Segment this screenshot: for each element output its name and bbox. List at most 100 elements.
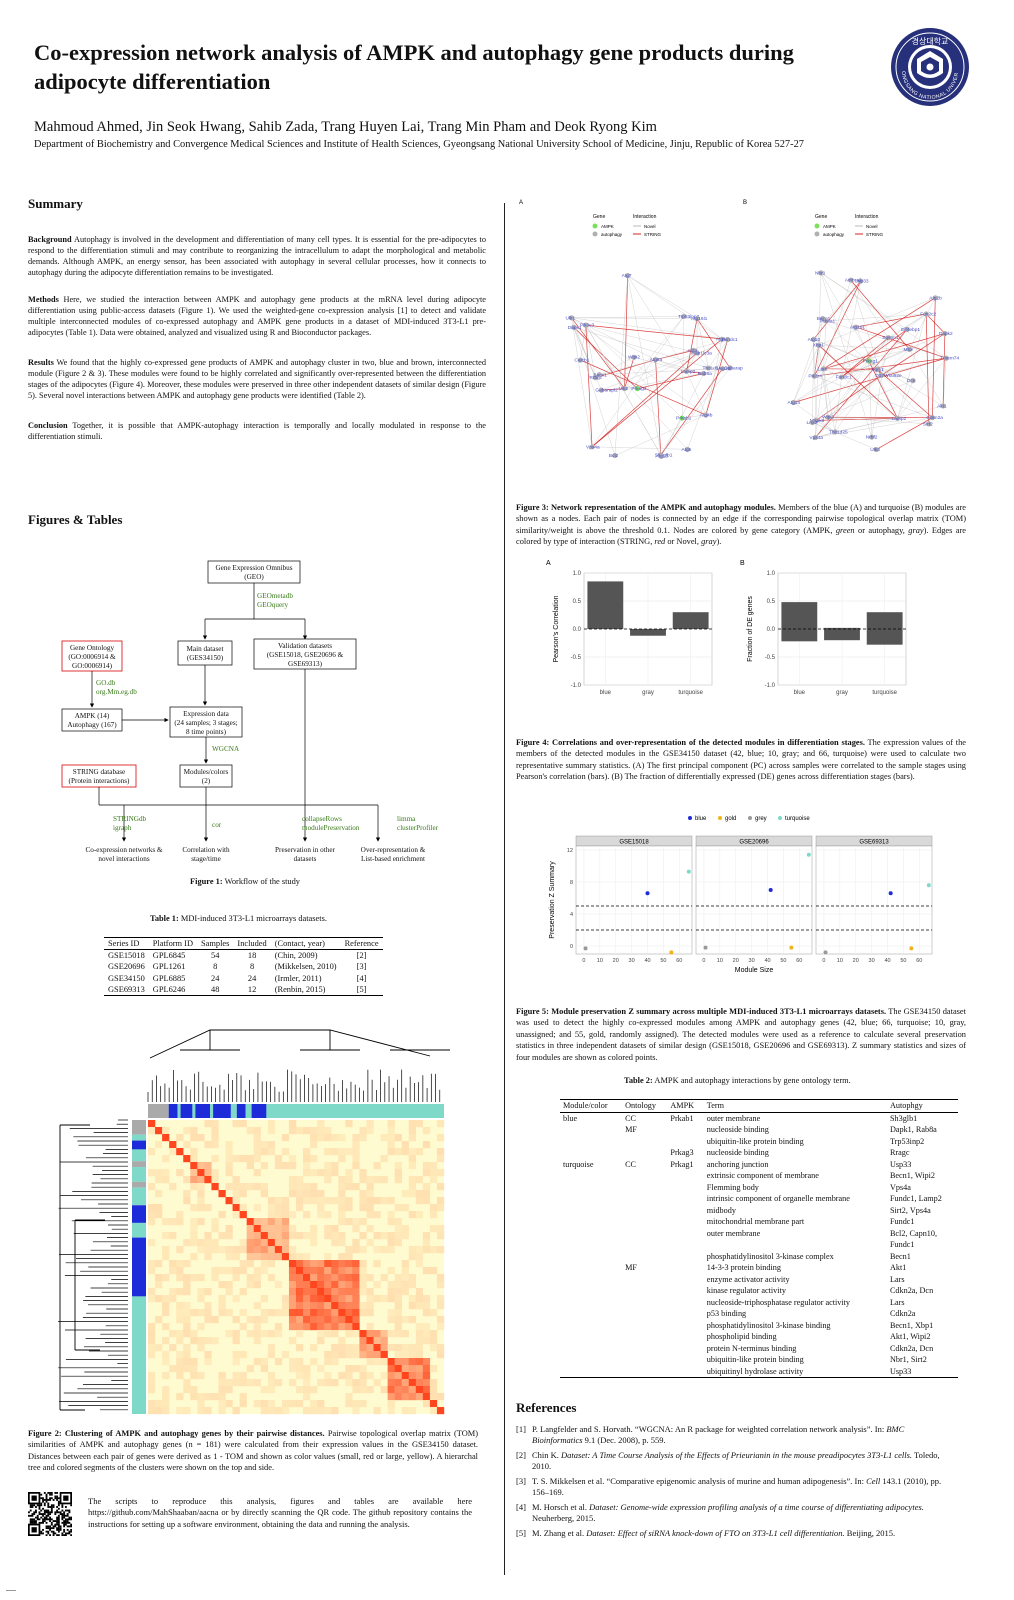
novel-edge (627, 275, 723, 340)
figure-2-caption: Figure 2: Clustering of AMPK and autopha… (28, 1428, 478, 1474)
table-cell: anchoring junction (706, 1159, 769, 1169)
qr-module (49, 1511, 51, 1514)
heatmap-cell (260, 1407, 269, 1415)
gene-node-label: Atg9a (650, 357, 663, 363)
module-color-strip (132, 1296, 146, 1414)
string-edge (686, 318, 698, 372)
heatmap-cell (197, 1183, 205, 1191)
table-cell: mitochondrial membrane part (706, 1217, 805, 1226)
data-point (583, 946, 588, 951)
novel-edge (820, 272, 882, 376)
table-cell (622, 1136, 667, 1148)
heatmap-cell (408, 1393, 417, 1401)
geo-label-2: (GEO) (244, 573, 264, 581)
heatmap-cell (190, 1386, 198, 1394)
qr-module (61, 1513, 64, 1515)
heatmap-cell (366, 1351, 374, 1359)
string-edge (585, 324, 728, 340)
novel-edge (815, 337, 889, 438)
module-color-strip (132, 1149, 146, 1162)
heatmap-cell (317, 1337, 325, 1345)
gene-node (866, 358, 872, 364)
table-cell: outer membrane (706, 1113, 761, 1123)
heatmap-cell (387, 1330, 395, 1338)
table-cell (622, 1239, 667, 1251)
heatmap-cell (310, 1344, 318, 1352)
heatmap-cell (401, 1379, 409, 1387)
table-cell: 48 (211, 984, 220, 994)
heatmap-cell (218, 1295, 226, 1303)
qr-code[interactable] (28, 1492, 72, 1536)
novel-edge (682, 414, 706, 419)
qr-module (66, 1514, 69, 1517)
table-row: Fundc1 (560, 1239, 958, 1251)
heatmap-cell (296, 1260, 304, 1268)
heatmap-cell (352, 1134, 360, 1142)
collapse-pkg-1: collapseRows (302, 815, 342, 823)
novel-edge (841, 349, 910, 378)
table-cell: [3] (356, 962, 367, 972)
heatmap-cell (232, 1351, 240, 1359)
heatmap-cell (401, 1372, 409, 1380)
heatmap-cell (246, 1155, 254, 1163)
gene-node-label: Irgm1 (871, 367, 884, 373)
heatmap-cell (288, 1400, 297, 1408)
heatmap-cell (345, 1372, 353, 1380)
heatmap-cell (429, 1246, 438, 1254)
qr-module (57, 1523, 60, 1526)
heatmap-cell (211, 1141, 219, 1149)
qr-module (43, 1520, 46, 1523)
string-edge (601, 388, 625, 391)
module-color-strip (230, 1104, 237, 1118)
heatmap-cell (260, 1253, 269, 1261)
reference-number: [1] (516, 1424, 526, 1434)
heatmap-cell (162, 1372, 170, 1380)
table-1-label: Table 1: (150, 914, 179, 923)
heatmap-cell (176, 1358, 184, 1366)
table-1-caption-text: MDI-induced 3T3-L1 microarrays datasets. (180, 914, 327, 923)
novel-edge (686, 352, 698, 372)
heatmap-cell (260, 1141, 269, 1149)
novel-edge (592, 446, 688, 450)
heatmap-cell (162, 1134, 170, 1142)
heatmap-cell (331, 1260, 339, 1268)
figure-4-caption: Figure 4: Correlations and over-represen… (516, 737, 966, 783)
figure-3-text: Members of the blue (A) and turquoise (B… (516, 503, 967, 535)
gene-node-label: Atg3 (687, 348, 697, 354)
qr-module (50, 1492, 53, 1494)
novel-edge (827, 360, 869, 418)
qr-module (50, 1521, 53, 1524)
heatmap-cell (190, 1232, 198, 1240)
qr-module (47, 1504, 50, 1507)
novel-edge (793, 313, 927, 403)
table-cell (667, 1285, 703, 1297)
module-color-strip (132, 1222, 146, 1238)
module-color-strip (132, 1120, 146, 1135)
qr-module (59, 1525, 62, 1528)
heatmap-cell (148, 1120, 156, 1128)
heatmap-cell (190, 1127, 198, 1135)
heatmap-cell (429, 1204, 438, 1212)
gene-node-label: Ulk2 (619, 386, 629, 392)
heatmap-cell (288, 1358, 297, 1366)
table-cell: Fundc1 (889, 1217, 915, 1226)
heatmap-cell (324, 1148, 332, 1156)
heatmap-cell (408, 1176, 417, 1184)
heatmap-cell (317, 1274, 325, 1282)
repository-note: The scripts to reproduce this analysis, … (88, 1496, 472, 1529)
x-tick-label: 30 (749, 958, 755, 964)
table-row: mitochondrial membrane part Fundc1 (560, 1216, 958, 1228)
y-tick-label: 0.0 (573, 627, 582, 633)
qr-module (38, 1504, 41, 1507)
heatmap-cell (148, 1211, 156, 1219)
heatmap-cell (338, 1155, 346, 1163)
heatmap-cell (274, 1155, 283, 1163)
heatmap-cell (190, 1176, 198, 1184)
novel-edge (793, 345, 819, 403)
heatmap-cell (401, 1316, 409, 1324)
heatmap-cell (218, 1386, 226, 1394)
gene-node (816, 342, 822, 348)
table-cell (667, 1354, 703, 1366)
heatmap-cell (260, 1295, 269, 1303)
